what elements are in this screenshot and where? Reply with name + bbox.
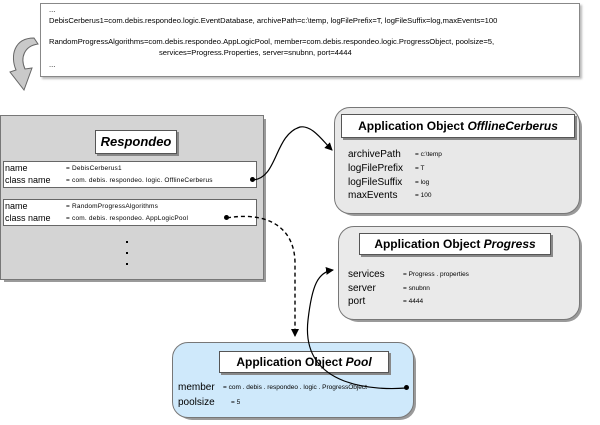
entry-class-value: = com. debis. respondeo. logic. OfflineC… xyxy=(66,177,213,184)
entry-name-label: name xyxy=(5,163,28,173)
config-line-pool: RandomProgressAlgorithms=com.debis.respo… xyxy=(49,37,495,46)
progress-field-label: services xyxy=(348,269,385,280)
curved-arrow-icon xyxy=(9,37,39,92)
ellipsis-dot xyxy=(126,241,128,243)
connector-dot-pool xyxy=(224,215,229,220)
offline-field-value: = T xyxy=(415,165,425,172)
pool-title: Application Object Pool xyxy=(219,351,389,373)
config-line-pool-continued: services=Progress.Properties, server=snu… xyxy=(159,48,352,57)
offline-field-label: maxEvents xyxy=(348,190,398,201)
progress-field-value: = Progress . properties xyxy=(403,271,469,278)
offline-cerberus-title: Application Object OfflineCerberus xyxy=(341,114,575,138)
entry-class-value: = com. debis. respondeo. AppLogicPool xyxy=(66,215,189,222)
ellipsis-dot xyxy=(126,263,128,265)
progress-field-label: server xyxy=(348,283,376,294)
entry-name-value: = DebisCerberus1 xyxy=(66,165,122,172)
progress-field-value: = snubnn xyxy=(403,285,430,292)
config-ellipsis-top: ... xyxy=(49,5,56,14)
progress-title: Application Object Progress xyxy=(359,233,551,255)
pool-field-label: poolsize xyxy=(178,397,215,408)
pool-field-value: = com . debis . respondeo . logic . Prog… xyxy=(223,384,367,391)
progress-field-value: = 4444 xyxy=(403,298,424,305)
pool-field-label: member xyxy=(178,382,215,393)
offline-field-value: = log xyxy=(415,179,430,186)
offline-field-value: = c:\temp xyxy=(415,151,442,158)
offline-field-label: archivePath xyxy=(348,149,401,160)
respondeo-title: Respondeo xyxy=(95,130,177,154)
config-line-cerberus: DebisCerberus1=com.debis.respondeo.logic… xyxy=(49,16,498,25)
entry-class-label: class name xyxy=(5,213,51,223)
pool-field-value: = 5 xyxy=(231,399,241,406)
entry-name-value: = RandomProgressAlgorithms xyxy=(66,203,159,210)
offline-field-value: = 100 xyxy=(415,192,432,199)
respondeo-entry-cerberus: name = DebisCerberus1 class name = com. … xyxy=(3,161,257,188)
connector-dot-member xyxy=(404,385,409,390)
config-text-box: ... DebisCerberus1=com.debis.respondeo.l… xyxy=(40,3,580,77)
entry-name-label: name xyxy=(5,201,28,211)
config-ellipsis-bottom: ... xyxy=(49,60,56,69)
offline-field-label: logFileSuffix xyxy=(348,177,403,188)
offline-field-label: logFilePrefix xyxy=(348,163,404,174)
respondeo-entry-pool: name = RandomProgressAlgorithms class na… xyxy=(3,199,257,226)
connector-dot-cerberus xyxy=(250,177,255,182)
progress-field-label: port xyxy=(348,296,366,307)
ellipsis-dot xyxy=(126,252,128,254)
entry-class-label: class name xyxy=(5,175,51,185)
